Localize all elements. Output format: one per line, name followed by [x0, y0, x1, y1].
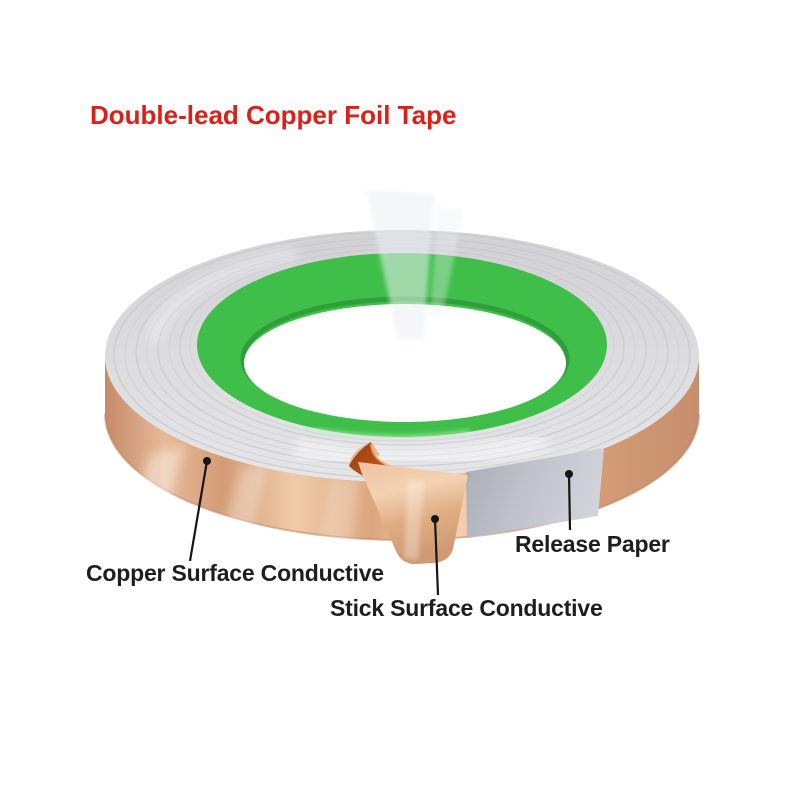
- page-title: Double-lead Copper Foil Tape: [90, 100, 457, 130]
- copper-sheen: [322, 475, 360, 545]
- tape-film-end: [366, 190, 434, 340]
- label-stick-surface: Stick Surface Conductive: [330, 595, 603, 621]
- tape-roll: [104, 190, 700, 565]
- annotation-lines: [188, 457, 573, 596]
- tab-sheen: [404, 480, 424, 560]
- peeled-tab: [349, 442, 470, 565]
- label-copper-surface: Copper Surface Conductive: [86, 560, 384, 586]
- core-sheen: [299, 425, 471, 440]
- silver-sheen: [294, 429, 548, 469]
- copper-sheen: [222, 463, 268, 540]
- release-pointer-line: [567, 473, 572, 531]
- copper-pointer-line: [188, 460, 209, 562]
- tape-film-end: [430, 206, 464, 316]
- stick-pointer-line: [433, 518, 440, 596]
- copper-sheen: [128, 445, 185, 535]
- label-release-paper: Release Paper: [515, 531, 670, 557]
- silver-sheen: [145, 245, 298, 344]
- core-hole: [244, 304, 566, 422]
